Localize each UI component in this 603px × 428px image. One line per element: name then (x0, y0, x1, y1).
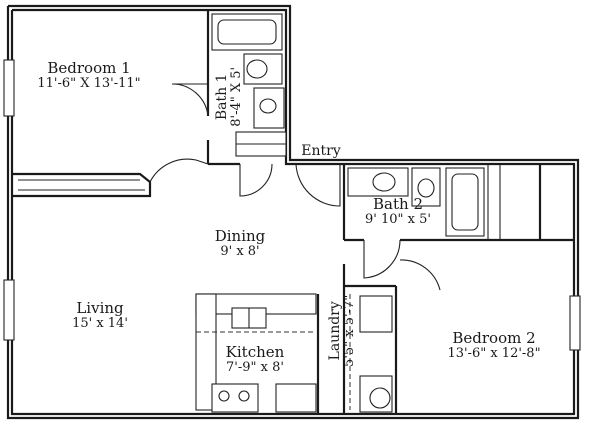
room-name: Entry (301, 143, 341, 159)
room-bedroom2: Bedroom 2 13'-6" x 12'-8" (424, 330, 564, 361)
room-dims: 5'5" x 5'-7" (342, 294, 358, 367)
room-dining: Dining 9' x 8' (190, 228, 290, 259)
bath2-walls (342, 164, 574, 242)
room-bedroom1: Bedroom 1 11'-6" X 13'-11" (24, 60, 154, 91)
bedroom2-door (399, 259, 441, 291)
bath1-fixtures (211, 13, 287, 157)
room-dims: 13'-6" x 12'-8" (447, 345, 541, 361)
room-name: Dining (214, 227, 266, 245)
room-dims: 9' x 8' (220, 243, 260, 259)
kitchen-counters (195, 293, 320, 414)
bath2-door (363, 239, 401, 279)
room-dims: 11'-6" X 13'-11" (37, 75, 141, 91)
room-name: Bedroom 2 (452, 329, 536, 347)
room-name: Bedroom 1 (47, 59, 131, 77)
windows (3, 59, 581, 351)
laundry-walls (342, 264, 398, 414)
room-name: Kitchen (225, 343, 285, 361)
bedroom1-living-door (149, 158, 209, 183)
room-bath2: Bath 2 9' 10" x 5' (348, 196, 448, 227)
room-dims: 15' x 14' (72, 315, 128, 331)
room-entry: Entry (296, 143, 346, 159)
room-name: Living (76, 299, 124, 317)
room-living: Living 15' x 14' (50, 300, 150, 331)
room-dims: 9' 10" x 5' (365, 211, 431, 227)
room-laundry: Laundry 5'5" x 5'-7" (327, 276, 358, 386)
bedroom1-walls (12, 10, 240, 198)
room-name: Bath 1 (214, 73, 231, 121)
outer-walls (6, 4, 580, 420)
room-name: Laundry (327, 301, 344, 361)
room-kitchen: Kitchen 7'-9" x 8' (210, 344, 300, 375)
bedroom1-door (171, 83, 209, 117)
room-dims: 8'-4" X 5' (229, 66, 245, 127)
room-bath1: Bath 1 8'-4" X 5' (214, 52, 245, 142)
room-name: Bath 2 (373, 195, 423, 213)
entry-door (295, 163, 341, 207)
bath1-door (239, 163, 273, 197)
room-dims: 7'-9" x 8' (226, 359, 284, 375)
bath2-fixtures (347, 167, 485, 237)
